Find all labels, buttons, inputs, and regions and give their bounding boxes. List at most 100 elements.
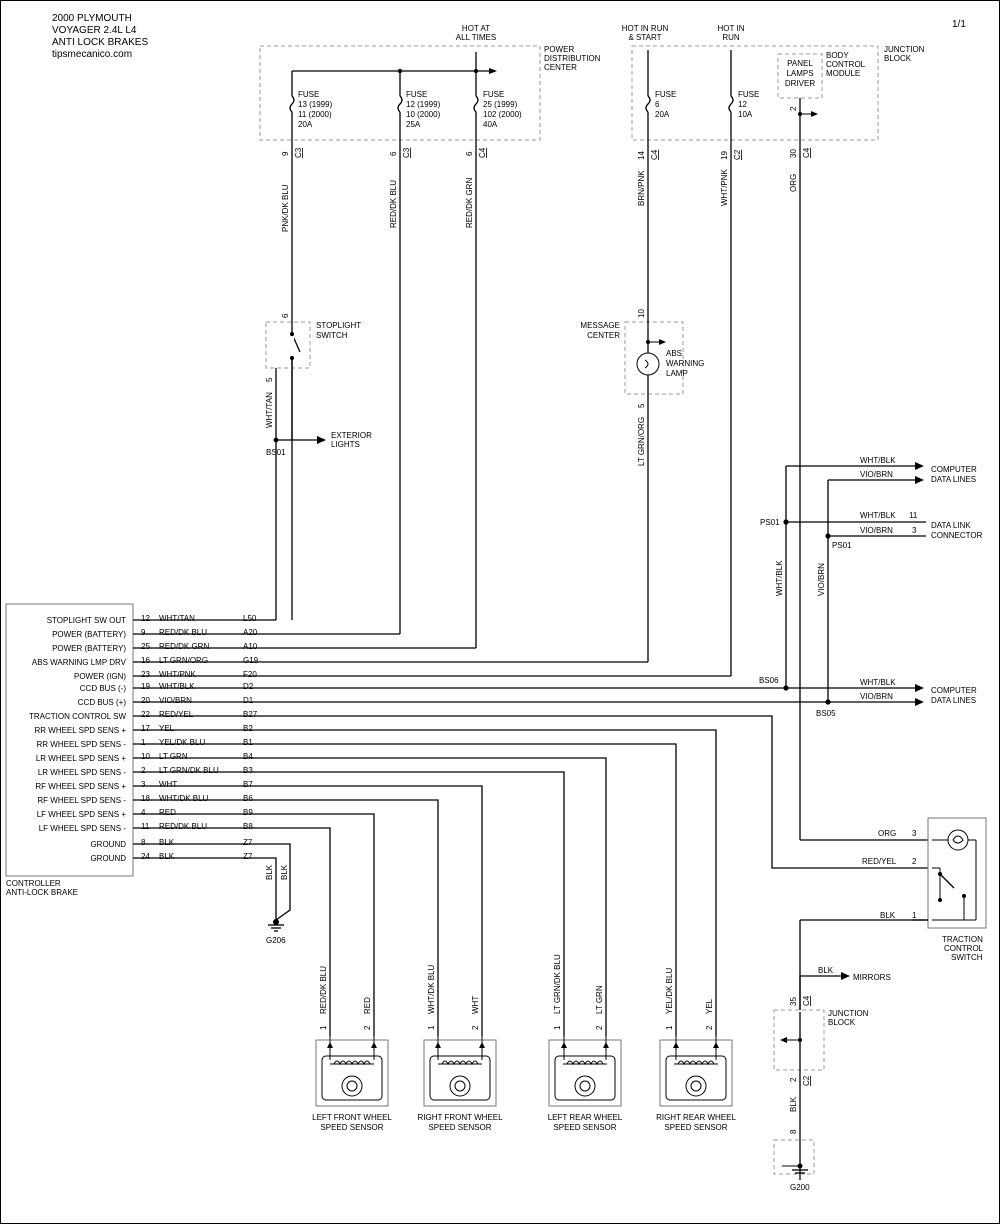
jb-label-2: BLOCK [884, 54, 912, 63]
svg-text:WHT/BLK: WHT/BLK [860, 456, 896, 465]
svg-text:POWER (IGN): POWER (IGN) [74, 672, 126, 681]
svg-text:LT GRN/ORG: LT GRN/ORG [637, 417, 646, 466]
svg-text:RED/DK GRN: RED/DK GRN [159, 642, 209, 651]
svg-text:YEL/DK BLU: YEL/DK BLU [159, 738, 205, 747]
svg-text:20A: 20A [298, 120, 313, 129]
svg-text:RED/YEL: RED/YEL [862, 857, 897, 866]
svg-text:D1: D1 [243, 696, 254, 705]
bcm-label-2: CONTROL [826, 60, 866, 69]
svg-text:13 (1999): 13 (1999) [298, 100, 333, 109]
svg-text:RED/DK BLU: RED/DK BLU [159, 628, 207, 637]
svg-text:MIRRORS: MIRRORS [853, 973, 891, 982]
svg-text:3: 3 [912, 526, 917, 535]
svg-text:RR WHEEL SPD SENS -: RR WHEEL SPD SENS - [37, 740, 127, 749]
svg-text:GROUND: GROUND [90, 840, 126, 849]
svg-text:24: 24 [141, 852, 150, 861]
svg-text:8: 8 [789, 1129, 798, 1134]
svg-text:B27: B27 [243, 710, 258, 719]
svg-text:BS06: BS06 [759, 676, 779, 685]
svg-text:14: 14 [637, 151, 646, 160]
svg-text:12 (1999): 12 (1999) [406, 100, 441, 109]
svg-text:WHT/DK BLU: WHT/DK BLU [159, 794, 209, 803]
svg-text:1: 1 [553, 1025, 562, 1030]
svg-text:5: 5 [637, 403, 646, 408]
svg-text:6: 6 [281, 313, 290, 318]
svg-text:CONNECTOR: CONNECTOR [931, 531, 983, 540]
svg-text:2: 2 [789, 106, 798, 111]
svg-text:2: 2 [595, 1025, 604, 1030]
svg-text:1: 1 [319, 1025, 328, 1030]
svg-text:WHT/PNK: WHT/PNK [720, 168, 729, 206]
svg-text:EXTERIOR: EXTERIOR [331, 431, 372, 440]
svg-text:BLK: BLK [159, 852, 175, 861]
svg-text:3: 3 [912, 829, 917, 838]
svg-text:10A: 10A [738, 110, 753, 119]
svg-text:POWER (BATTERY): POWER (BATTERY) [52, 630, 126, 639]
svg-text:ORG: ORG [878, 829, 896, 838]
svg-text:B6: B6 [243, 794, 253, 803]
svg-text:23: 23 [141, 670, 150, 679]
svg-text:VIO/BRN: VIO/BRN [159, 696, 192, 705]
pdc-bus-arrow [489, 68, 497, 74]
hot-in-run-1: HOT IN [718, 24, 745, 33]
svg-text:BLK: BLK [789, 1096, 798, 1112]
svg-text:LF WHEEL SPD SENS -: LF WHEEL SPD SENS - [39, 824, 127, 833]
svg-text:G200: G200 [790, 1183, 810, 1192]
svg-text:2: 2 [471, 1025, 480, 1030]
svg-text:WHT/TAN: WHT/TAN [265, 392, 274, 428]
svg-text:LT GRN/DK BLU: LT GRN/DK BLU [553, 954, 562, 1014]
svg-text:SPEED SENSOR: SPEED SENSOR [664, 1123, 727, 1132]
hot-at-all-times-1: HOT AT [462, 24, 490, 33]
svg-text:Z7: Z7 [243, 852, 253, 861]
controller-label-1: CONTROLLER [6, 879, 61, 888]
svg-text:20A: 20A [655, 110, 670, 119]
svg-text:C3: C3 [402, 147, 411, 158]
svg-text:C4: C4 [478, 147, 487, 158]
svg-text:STOPLIGHT: STOPLIGHT [316, 321, 361, 330]
bcm-label-3: MODULE [826, 69, 860, 78]
svg-text:RED: RED [159, 808, 176, 817]
svg-text:11: 11 [909, 511, 918, 520]
svg-text:SPEED SENSOR: SPEED SENSOR [320, 1123, 383, 1132]
data-lines: WHT/BLK VIO/BRN COMPUTER DATA LINES PS01… [759, 456, 983, 718]
svg-text:FUSE: FUSE [655, 90, 676, 99]
svg-text:PNK/DK BLU: PNK/DK BLU [281, 184, 290, 232]
svg-text:LR WHEEL SPD SENS +: LR WHEEL SPD SENS + [36, 754, 127, 763]
svg-text:YEL: YEL [159, 724, 175, 733]
svg-text:C4: C4 [650, 149, 659, 160]
svg-text:TRACTION: TRACTION [942, 935, 983, 944]
svg-text:CCD BUS (-): CCD BUS (-) [80, 684, 127, 693]
svg-text:LR WHEEL SPD SENS -: LR WHEEL SPD SENS - [38, 768, 127, 777]
svg-text:BLK: BLK [280, 864, 289, 880]
svg-text:LF WHEEL SPD SENS +: LF WHEEL SPD SENS + [37, 810, 127, 819]
svg-text:LIGHTS: LIGHTS [331, 440, 360, 449]
controller-box [5, 603, 134, 877]
svg-text:ABS: ABS [666, 349, 682, 358]
svg-text:2: 2 [912, 857, 917, 866]
svg-text:C3: C3 [294, 147, 303, 158]
svg-text:WHT/PNK: WHT/PNK [159, 670, 197, 679]
hot-in-run-start-2: & START [628, 33, 661, 42]
svg-text:STOPLIGHT SW OUT: STOPLIGHT SW OUT [47, 616, 126, 625]
svg-text:6: 6 [389, 151, 398, 156]
mirrors-and-junction-block: BLK MIRRORS 35 C4 JUNCTION BLOCK 2 C2 BL… [773, 920, 891, 1192]
svg-text:RED/YEL: RED/YEL [159, 710, 194, 719]
svg-text:B2: B2 [243, 724, 253, 733]
svg-text:2: 2 [705, 1025, 714, 1030]
svg-text:MESSAGE: MESSAGE [580, 321, 620, 330]
hot-in-run-2: RUN [722, 33, 740, 42]
svg-text:LAMP: LAMP [666, 369, 688, 378]
svg-text:VIO/BRN: VIO/BRN [860, 526, 893, 535]
svg-text:PS01: PS01 [832, 541, 852, 550]
svg-text:40A: 40A [483, 120, 498, 129]
g206-ground: G206 BLK BLK [265, 864, 289, 945]
